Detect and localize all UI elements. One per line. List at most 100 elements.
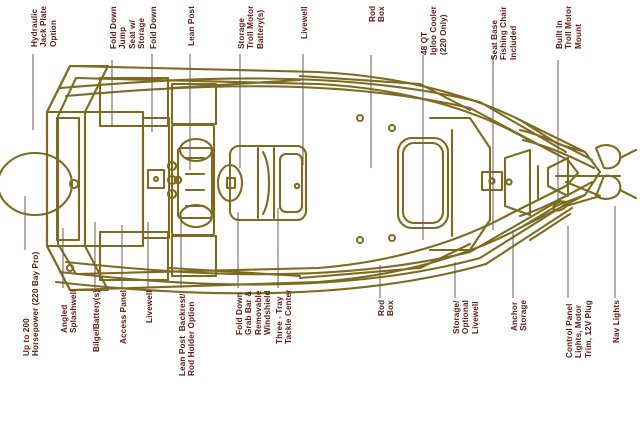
callout-line: Anchor	[510, 301, 519, 331]
access-panel-port	[146, 168, 166, 190]
lean-post-base	[176, 146, 214, 220]
callout-bilge-batteries: Bilge/Battery(s)	[92, 290, 101, 352]
callout-line: Storage	[519, 299, 529, 331]
sheer-fore-lower	[298, 242, 472, 280]
fold-down-jump-seat-upper	[98, 76, 170, 128]
hull-gunwale-outline	[45, 64, 602, 292]
callout-livewell-bottom: Livewell	[145, 290, 154, 323]
callout-line: Fishing Chair	[499, 6, 509, 60]
callout-line: Seat w/	[127, 20, 137, 49]
nav-light-mast	[618, 148, 638, 160]
storage-optional-livewell-hatch	[503, 148, 532, 217]
rod-box-outer	[396, 136, 450, 230]
callout-line: Storage	[237, 17, 246, 49]
callout-line: Livewell	[300, 6, 309, 39]
lean-post-cushion-top	[178, 137, 214, 163]
callout-line: 48 QT	[420, 31, 429, 55]
anchor-roller	[564, 180, 602, 208]
callout-line: Windshield	[263, 290, 273, 335]
jack-plate-pivot	[68, 178, 80, 190]
outboard-motor	[0, 151, 74, 217]
sheer-fore-upper	[298, 74, 472, 112]
callout-line: Rod	[368, 5, 377, 22]
lean-post-cushion-bottom	[178, 203, 214, 229]
callout-line: Bilge/Battery(s)	[92, 289, 101, 352]
callout-line: (220 Only)	[438, 14, 448, 55]
callout-line: Access Panel	[119, 290, 128, 344]
chine-line-starboard-1	[64, 85, 562, 158]
callout-line: Troll Motor	[564, 5, 574, 49]
callout-line: Box	[377, 6, 387, 22]
callout-access-panel: Access Panel	[119, 290, 128, 344]
callout-line: Angled	[60, 304, 69, 333]
callout-line: Fold Down	[235, 292, 244, 335]
callout-line: Nav Lights	[612, 300, 621, 343]
rod-holder-1	[166, 160, 178, 172]
grab-bar-inner	[225, 176, 237, 190]
tackle-center-latch	[293, 182, 301, 190]
callout-line: Rod Holder Option	[187, 301, 197, 376]
rod-holder-2	[166, 174, 178, 186]
rod-box-latch-top	[387, 123, 397, 133]
callout-line: Igloo Cooler	[429, 6, 439, 55]
callout-line: Storage/	[452, 300, 461, 334]
callout-lean-post-top: Lean Post	[187, 6, 196, 46]
bow-eye-line	[528, 212, 572, 242]
console-body	[228, 144, 308, 222]
deck-fitting-aft	[65, 263, 75, 273]
rod-holder-3	[166, 188, 178, 200]
callout-line: Lights, Motor	[574, 304, 584, 358]
callout-line: Built In	[555, 20, 564, 49]
three-tray-tackle-center	[278, 152, 304, 214]
transom-bulkhead	[83, 110, 145, 248]
callout-line: Up to 200	[22, 318, 31, 356]
callout-nav-lights: Nav Lights	[612, 300, 621, 343]
windshield-curve	[261, 150, 270, 216]
deck-fitting-bow-upper	[355, 113, 365, 123]
callout-line: Seat Base	[490, 19, 499, 60]
rod-box-inner	[401, 141, 445, 225]
callout-line: Livewell	[470, 301, 480, 334]
nav-light-mast-lower	[618, 188, 638, 200]
callout-line: Mount	[573, 23, 583, 49]
callout-line: Splashwell	[69, 289, 79, 333]
troll-motor-head	[594, 144, 622, 170]
seat-base-plate	[480, 170, 504, 192]
troll-motor-bracket	[546, 156, 570, 198]
hull-inner-deck-line	[56, 76, 580, 276]
callout-line: Troll Motor	[246, 5, 256, 49]
seat-base-pin	[488, 177, 496, 185]
deck-edge-aft-upper	[168, 78, 302, 90]
callout-line: Hydraulic	[30, 8, 39, 47]
keel-line-port	[54, 206, 574, 295]
callout-line: Option	[48, 20, 58, 47]
troll-motor-arm-upper	[518, 128, 594, 162]
callout-livewell-top: Livewell	[300, 6, 309, 39]
callout-line: Rod	[377, 299, 386, 316]
callout-line: Jack Plate	[39, 5, 49, 47]
transom-outer	[45, 64, 110, 114]
storage-hatch-latch	[505, 178, 513, 186]
chine-line-starboard-2	[58, 77, 568, 154]
callout-line: Removable	[253, 290, 263, 335]
stern-storage-lower	[170, 234, 218, 278]
callout-line: Box	[386, 300, 396, 316]
callout-line: Storage	[137, 17, 147, 49]
splashwell-inner	[55, 116, 81, 242]
access-panel-port-hole	[152, 175, 160, 183]
troll-motor-arm-upper2	[521, 138, 596, 170]
callout-line: Horsepower (220 Bay Pro)	[31, 251, 41, 356]
callout-line: Optional	[461, 299, 471, 334]
callout-line: Fold Down	[149, 6, 158, 49]
